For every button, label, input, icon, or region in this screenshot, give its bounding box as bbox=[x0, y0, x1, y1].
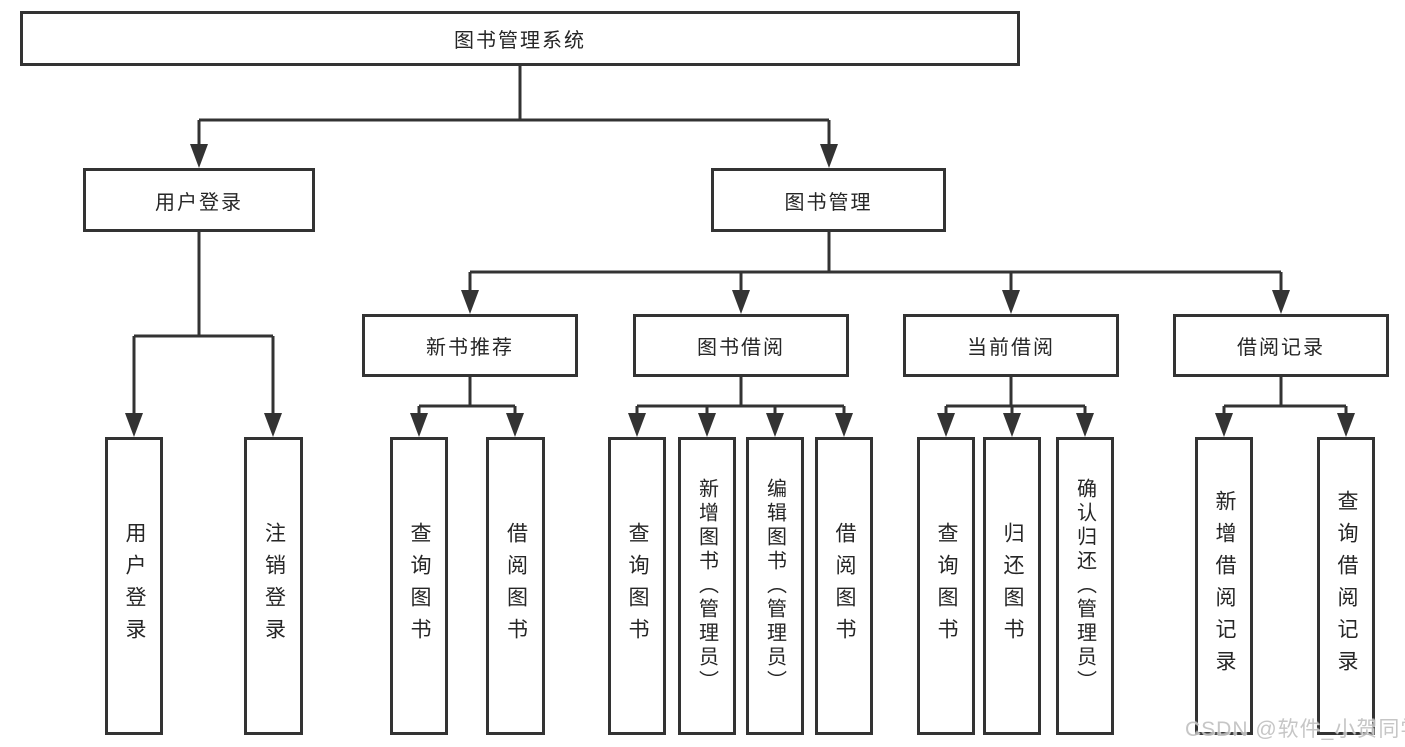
leaf-query-books-recommend-label: 查询图书 bbox=[408, 522, 431, 650]
leaf-query-books-current-label: 查询图书 bbox=[935, 522, 958, 650]
node-book-management-label: 图书管理 bbox=[784, 191, 873, 214]
node-new-book-recommend: 新书推荐 bbox=[362, 314, 578, 377]
leaf-logout: 注销登录 bbox=[244, 437, 303, 735]
leaf-borrow-books-borrowing: 借阅图书 bbox=[815, 437, 873, 735]
leaf-query-books-borrowing-label: 查询图书 bbox=[626, 522, 649, 650]
node-user-login: 用户登录 bbox=[83, 168, 315, 232]
node-borrowing-records-label: 借阅记录 bbox=[1237, 337, 1325, 359]
leaf-edit-book-admin: 编辑图书（管理员） bbox=[746, 437, 804, 735]
node-book-management: 图书管理 bbox=[711, 168, 946, 232]
leaf-user-login-label: 用户登录 bbox=[123, 522, 146, 650]
node-new-book-recommend-label: 新书推荐 bbox=[426, 337, 514, 359]
csdn-watermark: CSDN @软件_小贺同学 bbox=[1185, 718, 1405, 741]
leaf-query-books-borrowing: 查询图书 bbox=[608, 437, 666, 735]
leaf-edit-book-admin-label: 编辑图书（管理员） bbox=[763, 478, 786, 694]
leaf-add-book-admin-label: 新增图书（管理员） bbox=[695, 478, 718, 694]
leaf-return-books: 归还图书 bbox=[983, 437, 1041, 735]
leaf-borrow-books-recommend: 借阅图书 bbox=[486, 437, 545, 735]
leaf-add-borrow-record: 新增借阅记录 bbox=[1195, 437, 1253, 735]
leaf-user-login: 用户登录 bbox=[105, 437, 163, 735]
leaf-add-book-admin: 新增图书（管理员） bbox=[678, 437, 736, 735]
leaf-return-books-label: 归还图书 bbox=[1001, 522, 1024, 650]
leaf-confirm-return-admin-label: 确认归还（管理员） bbox=[1073, 478, 1096, 694]
node-current-borrowing-label: 当前借阅 bbox=[967, 337, 1055, 359]
leaf-add-borrow-record-label: 新增借阅记录 bbox=[1213, 490, 1236, 682]
leaf-query-borrow-record-label: 查询借阅记录 bbox=[1335, 490, 1358, 682]
leaf-query-borrow-record: 查询借阅记录 bbox=[1317, 437, 1375, 735]
node-root-library-system: 图书管理系统 bbox=[20, 11, 1020, 66]
node-user-login-label: 用户登录 bbox=[155, 191, 243, 214]
node-root-label: 图书管理系统 bbox=[454, 30, 586, 52]
leaf-borrow-books-recommend-label: 借阅图书 bbox=[504, 522, 528, 650]
leaf-logout-label: 注销登录 bbox=[262, 522, 286, 650]
leaf-query-books-recommend: 查询图书 bbox=[390, 437, 448, 735]
leaf-confirm-return-admin: 确认归还（管理员） bbox=[1056, 437, 1114, 735]
node-current-borrowing: 当前借阅 bbox=[903, 314, 1119, 377]
node-borrowing-records: 借阅记录 bbox=[1173, 314, 1389, 377]
leaf-query-books-current: 查询图书 bbox=[917, 437, 975, 735]
node-book-borrowing: 图书借阅 bbox=[633, 314, 849, 377]
node-book-borrowing-label: 图书借阅 bbox=[697, 337, 785, 359]
leaf-borrow-books-borrowing-label: 借阅图书 bbox=[833, 522, 856, 650]
